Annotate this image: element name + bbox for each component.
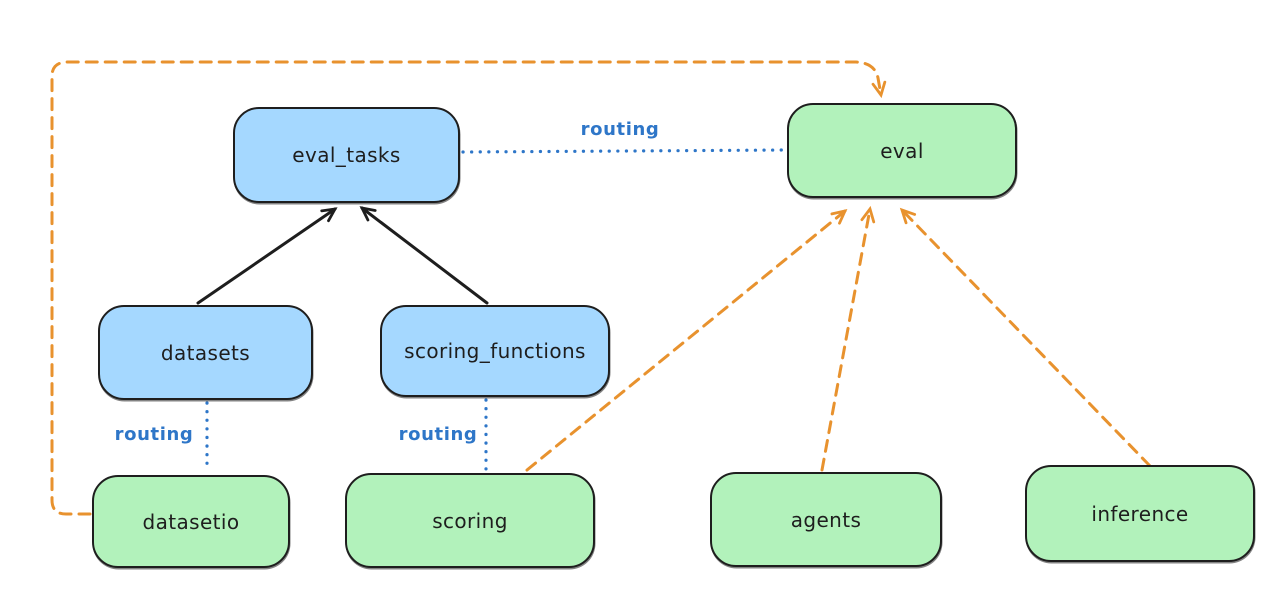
- node-scoring_functions[interactable]: scoring_functions: [380, 305, 610, 397]
- node-datasetio-label: datasetio: [142, 509, 240, 534]
- edge-inference-to-eval: [899, 207, 1152, 468]
- routing-label-datasets: routing: [114, 424, 194, 445]
- node-scoring[interactable]: scoring: [345, 473, 595, 568]
- edge-datasetio-to-eval: [50, 60, 887, 516]
- node-datasets-label: datasets: [160, 340, 251, 365]
- node-eval_tasks-label: eval_tasks: [292, 143, 401, 167]
- node-eval_tasks[interactable]: eval_tasks: [233, 107, 460, 203]
- node-scoring_functions-label: scoring_functions: [404, 339, 586, 363]
- node-eval[interactable]: eval: [787, 103, 1017, 198]
- node-inference[interactable]: inference: [1025, 465, 1255, 562]
- node-agents-label: agents: [790, 507, 862, 532]
- node-datasets[interactable]: datasets: [98, 305, 313, 400]
- edge-datasets-to-eval_tasks: [196, 207, 338, 305]
- routing-label-scoring: routing: [398, 424, 478, 445]
- node-agents[interactable]: agents: [710, 472, 942, 567]
- edge-scoring-to-eval: [525, 209, 848, 472]
- edge-scoring_functions-to-eval_tasks: [359, 206, 489, 305]
- edge-agents-to-eval: [820, 205, 876, 472]
- node-datasetio[interactable]: datasetio: [92, 475, 290, 568]
- edge-eval_tasks-to-eval-routing: [461, 148, 787, 154]
- routing-label-top: routing: [580, 119, 660, 140]
- node-scoring-label: scoring: [432, 508, 508, 533]
- node-eval-label: eval: [880, 138, 924, 163]
- node-inference-label: inference: [1091, 501, 1189, 526]
